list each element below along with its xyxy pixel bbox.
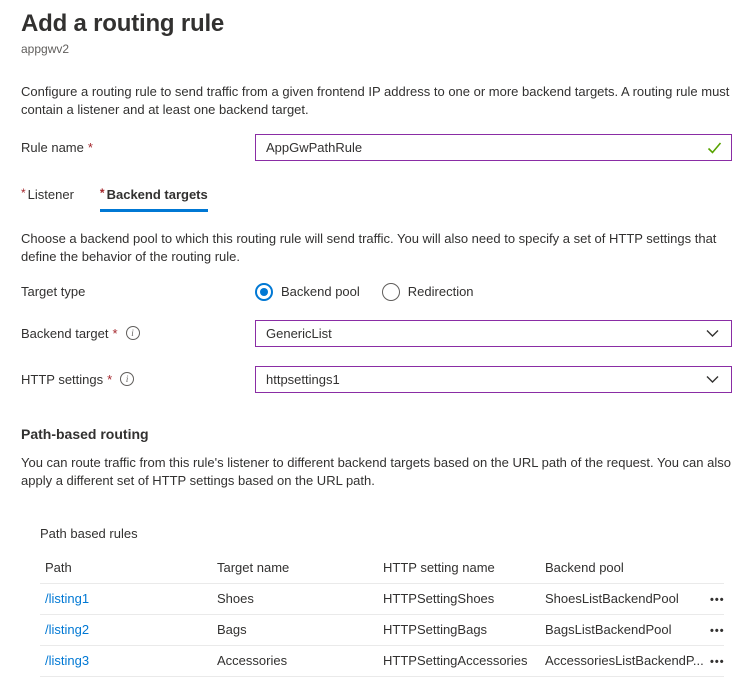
tab-backend-targets[interactable]: *Backend targets	[99, 185, 208, 212]
http-setting-name-cell: HTTPSettingShoes	[383, 591, 495, 607]
path-rules-table: Path Target name HTTP setting name Backe…	[40, 553, 724, 677]
radio-option-redirection[interactable]: Redirection	[381, 282, 474, 301]
backend-target-label-text: Backend target	[21, 325, 109, 341]
required-asterisk: *	[87, 139, 93, 155]
http-setting-name-cell: HTTPSettingBags	[383, 622, 488, 638]
radio-redirection-label: Redirection	[407, 284, 474, 300]
tab-listener-label: Listener	[27, 186, 74, 202]
path-based-routing-description: You can route traffic from this rule's l…	[21, 454, 731, 489]
page-subtitle: appgwv2	[21, 42, 70, 56]
path-based-rules-label: Path based rules	[40, 525, 138, 541]
radio-backend-pool-label: Backend pool	[281, 284, 360, 300]
intro-text: Configure a routing rule to send traffic…	[21, 84, 730, 118]
rule-name-label: Rule name *	[21, 140, 255, 155]
http-setting-name-cell: HTTPSettingAccessories	[383, 653, 528, 669]
backend-targets-description: Choose a backend pool to which this rout…	[21, 230, 717, 265]
column-header-backend-pool: Backend pool	[545, 560, 624, 576]
column-header-menu	[705, 562, 724, 574]
table-header-row: Path Target name HTTP setting name Backe…	[40, 553, 724, 584]
target-type-label-text: Target type	[21, 284, 86, 300]
http-settings-dropdown[interactable]: httpsettings1	[255, 365, 732, 393]
backend-pool-cell: AccessoriesListBackendP...	[545, 653, 704, 669]
backend-pool-cell: BagsListBackendPool	[545, 622, 672, 638]
path-rule-link[interactable]: /listing1	[45, 591, 90, 607]
http-settings-label: HTTP settings * i	[21, 372, 255, 387]
target-name-cell: Accessories	[217, 653, 288, 669]
info-icon[interactable]: i	[125, 326, 140, 341]
target-type-row: Target type Backend pool Redirection	[21, 282, 732, 301]
path-based-routing-heading: Path-based routing	[21, 425, 149, 442]
required-asterisk: *	[112, 325, 118, 341]
column-header-target-name: Target name	[217, 560, 290, 576]
http-settings-row: HTTP settings * i httpsettings1	[21, 365, 732, 393]
rule-name-input-wrap	[255, 133, 732, 161]
page-title: Add a routing rule	[21, 10, 225, 37]
backend-target-selected-value: GenericList	[266, 325, 332, 341]
more-options-icon[interactable]: •••	[710, 594, 724, 607]
http-settings-selected-value: httpsettings1	[266, 371, 340, 387]
table-row: /listing2 Bags HTTPSettingBags BagsListB…	[40, 615, 724, 646]
rule-name-label-text: Rule name	[21, 139, 84, 155]
tab-bar: *Listener *Backend targets	[21, 186, 732, 212]
required-asterisk: *	[107, 371, 113, 387]
path-rule-link[interactable]: /listing3	[45, 653, 90, 669]
tab-backend-targets-required-asterisk: *	[99, 185, 105, 200]
radio-option-backend-pool[interactable]: Backend pool	[255, 282, 360, 301]
backend-pool-cell: ShoesListBackendPool	[545, 591, 679, 607]
http-settings-label-text: HTTP settings	[21, 371, 104, 387]
rule-name-input[interactable]	[256, 134, 731, 160]
column-header-path: Path	[45, 560, 72, 576]
tab-listener-required-asterisk: *	[21, 185, 26, 200]
table-row: /listing3 Accessories HTTPSettingAccesso…	[40, 646, 724, 677]
target-type-radio-group: Backend pool Redirection	[255, 282, 474, 301]
add-routing-rule-panel: Add a routing rule appgwv2 Configure a r…	[0, 0, 753, 677]
info-icon[interactable]: i	[120, 372, 135, 387]
radio-selected-icon[interactable]	[255, 282, 273, 301]
valid-checkmark-icon	[707, 142, 722, 154]
target-type-label: Target type	[21, 284, 255, 299]
chevron-down-icon	[706, 329, 719, 338]
backend-target-row: Backend target * i GenericList	[21, 319, 732, 347]
target-name-cell: Bags	[217, 622, 247, 638]
path-rule-link[interactable]: /listing2	[45, 622, 90, 638]
tab-listener[interactable]: *Listener	[21, 186, 74, 212]
rule-name-row: Rule name *	[21, 133, 732, 161]
target-name-cell: Shoes	[217, 591, 254, 607]
more-options-icon[interactable]: •••	[710, 625, 724, 638]
tab-backend-targets-label: Backend targets	[106, 186, 208, 202]
backend-target-label: Backend target * i	[21, 326, 255, 341]
column-header-http-setting-name: HTTP setting name	[383, 560, 495, 576]
table-row: /listing1 Shoes HTTPSettingShoes ShoesLi…	[40, 584, 724, 615]
more-options-icon[interactable]: •••	[710, 656, 724, 669]
chevron-down-icon	[706, 375, 719, 384]
backend-target-dropdown[interactable]: GenericList	[255, 319, 732, 347]
radio-unselected-icon[interactable]	[381, 282, 400, 301]
